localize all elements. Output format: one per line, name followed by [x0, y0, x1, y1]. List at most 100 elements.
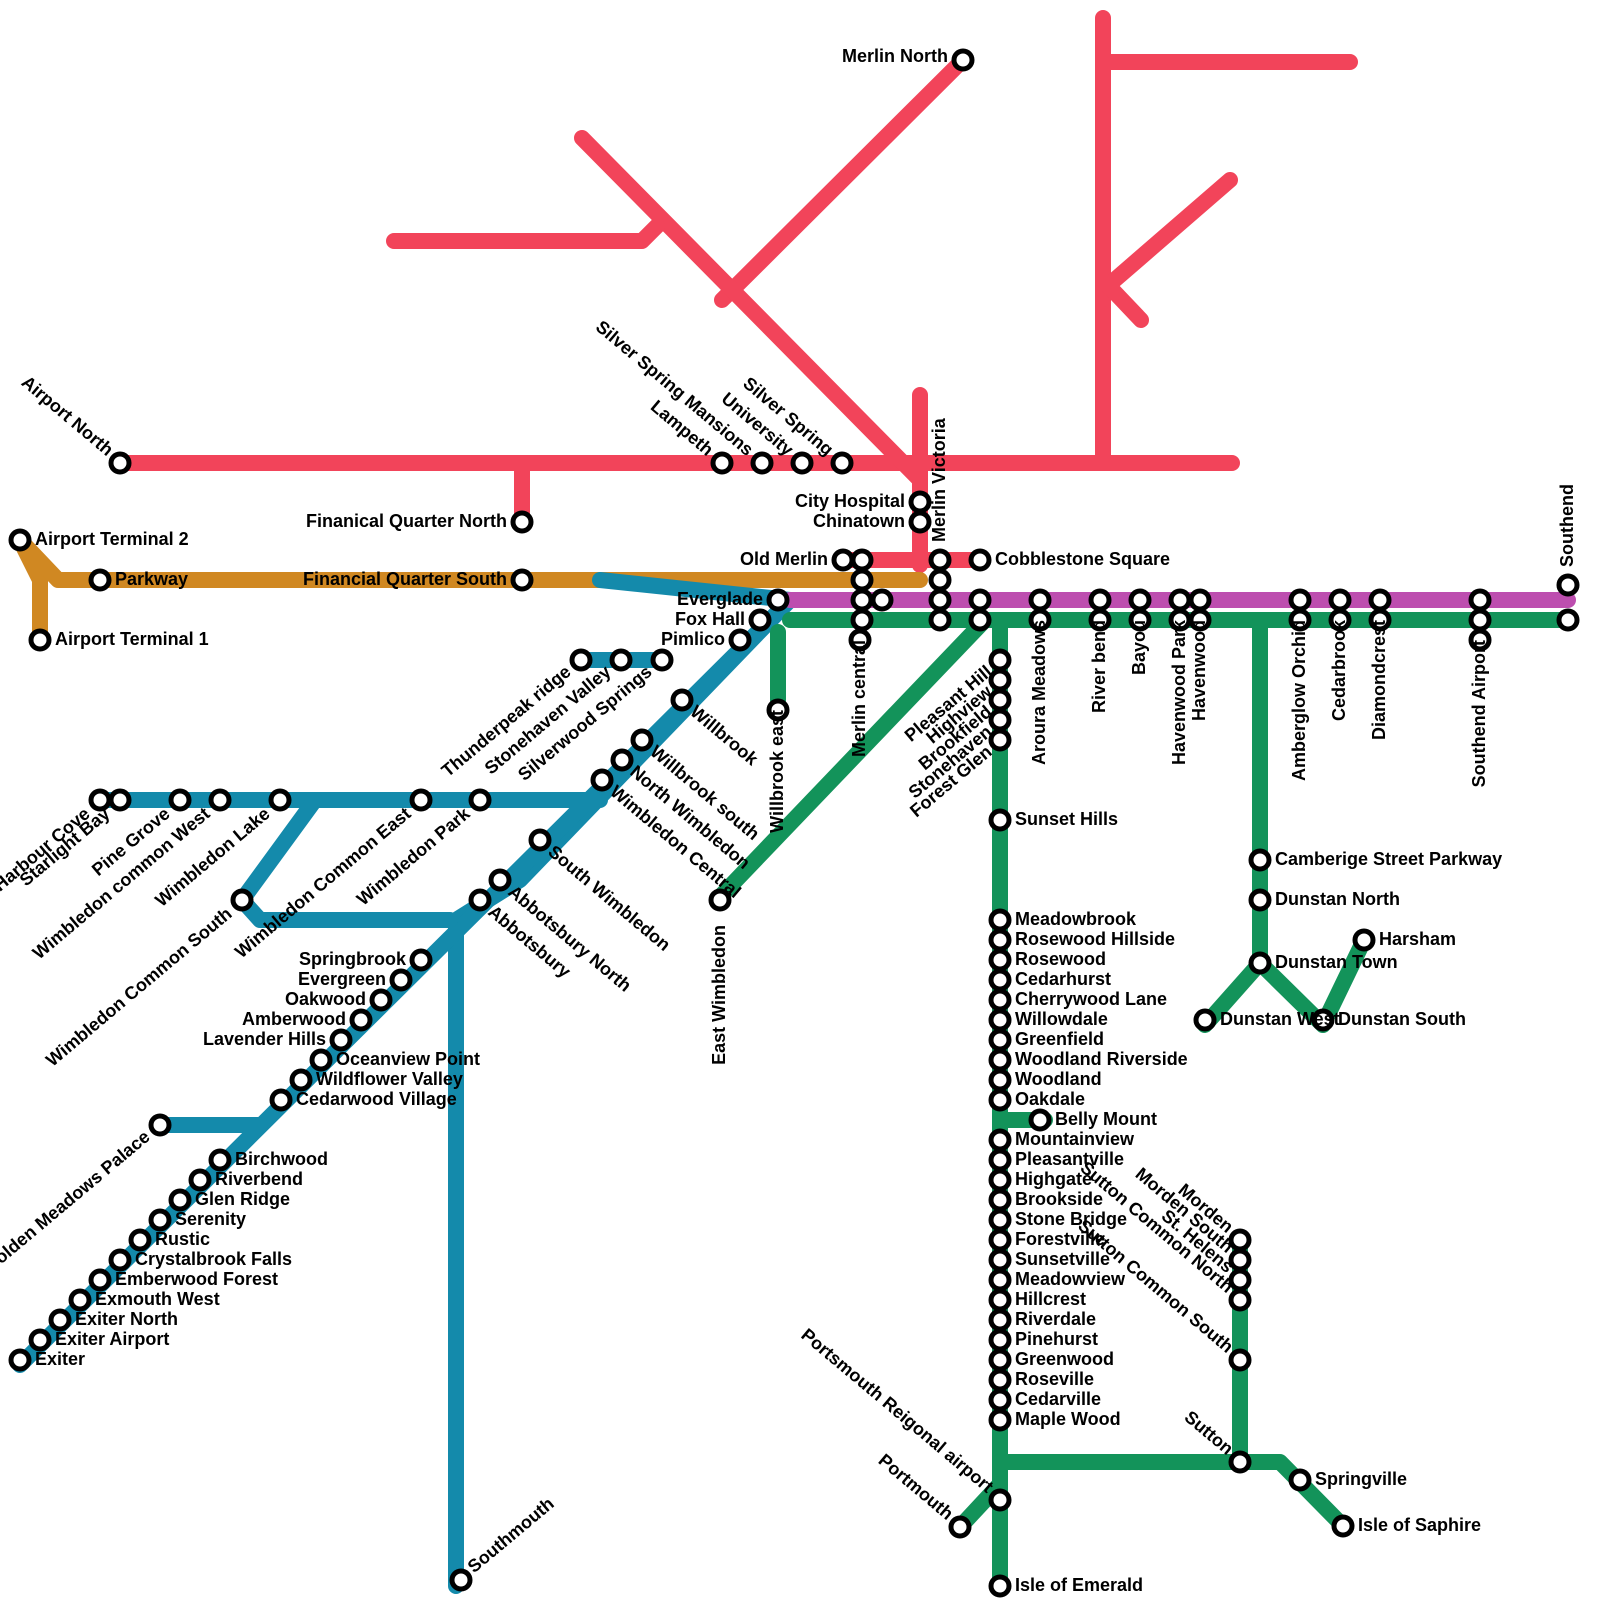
station-finanical-quarter-north[interactable]: [513, 513, 531, 531]
interchange-marker-16[interactable]: [1291, 591, 1309, 609]
station-exiter-north[interactable]: [51, 1311, 69, 1329]
station-old-merlin[interactable]: [834, 551, 852, 569]
station-airport-terminal-1[interactable]: [31, 631, 49, 649]
interchange-marker-12[interactable]: [1091, 591, 1109, 609]
station-woodland[interactable]: [991, 1071, 1009, 1089]
station-hillcrest[interactable]: [991, 1291, 1009, 1309]
station-roseville[interactable]: [991, 1371, 1009, 1389]
interchange-marker-18[interactable]: [1371, 591, 1389, 609]
interchange-marker-21[interactable]: [1559, 611, 1577, 629]
station-fox-hall[interactable]: [751, 611, 769, 629]
station-springville[interactable]: [1291, 1471, 1309, 1489]
station-wildflower-valley[interactable]: [292, 1071, 310, 1089]
station-cobblestone-square[interactable]: [971, 551, 989, 569]
interchange-marker-15[interactable]: [1191, 591, 1209, 609]
station-parkway[interactable]: [91, 571, 109, 589]
station-harsham[interactable]: [1355, 931, 1373, 949]
interchange-marker-20[interactable]: [1471, 611, 1489, 629]
station-stonehaven-valley[interactable]: [612, 651, 630, 669]
station-everglade[interactable]: [769, 591, 787, 609]
station-golden-meadows-palace[interactable]: [151, 1116, 169, 1134]
station-thunderpeak-ridge[interactable]: [572, 651, 590, 669]
station-wimbledon-common-west[interactable]: [211, 791, 229, 809]
station-southmouth[interactable]: [452, 1571, 470, 1589]
station-lavender-hills[interactable]: [332, 1031, 350, 1049]
interchange-marker-11[interactable]: [1031, 591, 1049, 609]
station-silverwood-springs[interactable]: [653, 651, 671, 669]
station-brookfield[interactable]: [991, 691, 1009, 709]
station-pinehurst[interactable]: [991, 1331, 1009, 1349]
station-merlin-victoria[interactable]: [931, 551, 949, 569]
station-wimbledon-lake[interactable]: [271, 791, 289, 809]
station-sutton-common-south[interactable]: [1231, 1351, 1249, 1369]
station-financial-quarter-south[interactable]: [513, 571, 531, 589]
station-southend[interactable]: [1559, 576, 1577, 594]
interchange-marker-9[interactable]: [971, 591, 989, 609]
station-dunstan-town[interactable]: [1251, 954, 1269, 972]
station-chinatown[interactable]: [911, 513, 929, 531]
station-belly-mount[interactable]: [1031, 1111, 1049, 1129]
interchange-marker-13[interactable]: [1131, 591, 1149, 609]
station-willbrook-south[interactable]: [633, 731, 651, 749]
station-springbrook[interactable]: [412, 951, 430, 969]
station-meadowview[interactable]: [991, 1271, 1009, 1289]
station-oakwood[interactable]: [372, 991, 390, 1009]
station-crystalbrook-falls[interactable]: [111, 1251, 129, 1269]
station-isle-of-saphire[interactable]: [1334, 1517, 1352, 1535]
station-north-wimbledon[interactable]: [613, 751, 631, 769]
station-merlin-north[interactable]: [954, 51, 972, 69]
station-pleasantville[interactable]: [991, 1151, 1009, 1169]
station-highview[interactable]: [991, 671, 1009, 689]
station-riverdale[interactable]: [991, 1311, 1009, 1329]
station-silver-spring-mansions[interactable]: [753, 454, 771, 472]
station-portmouth[interactable]: [951, 1518, 969, 1536]
interchange-marker-5[interactable]: [873, 591, 891, 609]
station-sutton[interactable]: [1231, 1453, 1249, 1471]
station-oakdale[interactable]: [991, 1091, 1009, 1109]
station-sunset-hills[interactable]: [991, 811, 1009, 829]
station-meadowbrook[interactable]: [991, 911, 1009, 929]
station-pine-grove[interactable]: [171, 791, 189, 809]
station-greenwood[interactable]: [991, 1351, 1009, 1369]
station-willowdale[interactable]: [991, 1011, 1009, 1029]
station-riverbend[interactable]: [191, 1171, 209, 1189]
station-greenfield[interactable]: [991, 1031, 1009, 1049]
station-cedarhurst[interactable]: [991, 971, 1009, 989]
station-cherrywood-lane[interactable]: [991, 991, 1009, 1009]
station-stone-bridge[interactable]: [991, 1211, 1009, 1229]
interchange-marker-2[interactable]: [853, 571, 871, 589]
station-emberwood-forest[interactable]: [91, 1271, 109, 1289]
station-rosewood[interactable]: [991, 951, 1009, 969]
station-cedarwood-village[interactable]: [272, 1091, 290, 1109]
station-starlight-bay[interactable]: [111, 791, 129, 809]
station-forest-glen[interactable]: [991, 731, 1009, 749]
station-forestville[interactable]: [991, 1231, 1009, 1249]
station-isle-of-emerald[interactable]: [991, 1577, 1009, 1595]
station-sutton-common-north[interactable]: [1231, 1291, 1249, 1309]
station-wimbledon-park[interactable]: [471, 791, 489, 809]
station-maple-wood[interactable]: [991, 1411, 1009, 1429]
interchange-marker-19[interactable]: [1471, 591, 1489, 609]
station-abbotsbury-north[interactable]: [491, 871, 509, 889]
station-pimlico[interactable]: [731, 631, 749, 649]
station-sunsetville[interactable]: [991, 1251, 1009, 1269]
interchange-marker-10[interactable]: [971, 611, 989, 629]
station-oceanview-point[interactable]: [312, 1051, 330, 1069]
interchange-marker-8[interactable]: [931, 611, 949, 629]
station-woodland-riverside[interactable]: [991, 1051, 1009, 1069]
station-portsmouth-reigonal-airport[interactable]: [991, 1491, 1009, 1509]
station-lampeth[interactable]: [713, 454, 731, 472]
station-university[interactable]: [793, 454, 811, 472]
station-mountainview[interactable]: [991, 1131, 1009, 1149]
interchange-marker-4[interactable]: [853, 611, 871, 629]
station-evergreen[interactable]: [392, 971, 410, 989]
station-cedarville[interactable]: [991, 1391, 1009, 1409]
station-willbrook[interactable]: [673, 691, 691, 709]
station-exiter[interactable]: [11, 1351, 29, 1369]
station-rustic[interactable]: [131, 1231, 149, 1249]
station-airport-north[interactable]: [111, 454, 129, 472]
station-exmouth-west[interactable]: [71, 1291, 89, 1309]
interchange-marker-7[interactable]: [931, 591, 949, 609]
station-airport-terminal-2[interactable]: [11, 531, 29, 549]
station-brookside[interactable]: [991, 1191, 1009, 1209]
